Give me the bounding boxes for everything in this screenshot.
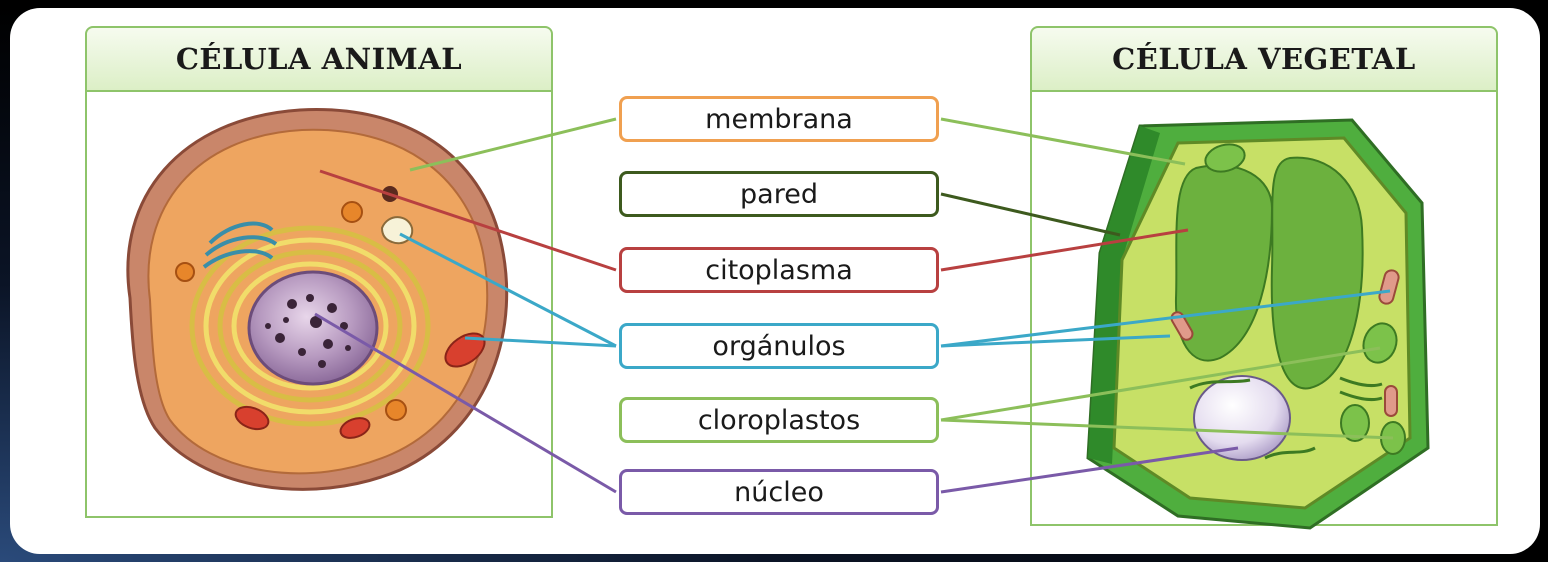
label-pared: pared — [619, 171, 939, 217]
label-citoplasma: citoplasma — [619, 247, 939, 293]
label-membrana: membrana — [619, 96, 939, 142]
label-nucleo: núcleo — [619, 469, 939, 515]
diagram-card: CÉLULA ANIMAL CÉLULA VEGETAL — [10, 8, 1540, 554]
animal-cell-drawing — [128, 110, 507, 490]
label-organulos: orgánulos — [619, 323, 939, 369]
label-cloroplastos: cloroplastos — [619, 397, 939, 443]
plant-cell-drawing — [1088, 120, 1428, 528]
plant-nucleus — [1194, 376, 1290, 460]
